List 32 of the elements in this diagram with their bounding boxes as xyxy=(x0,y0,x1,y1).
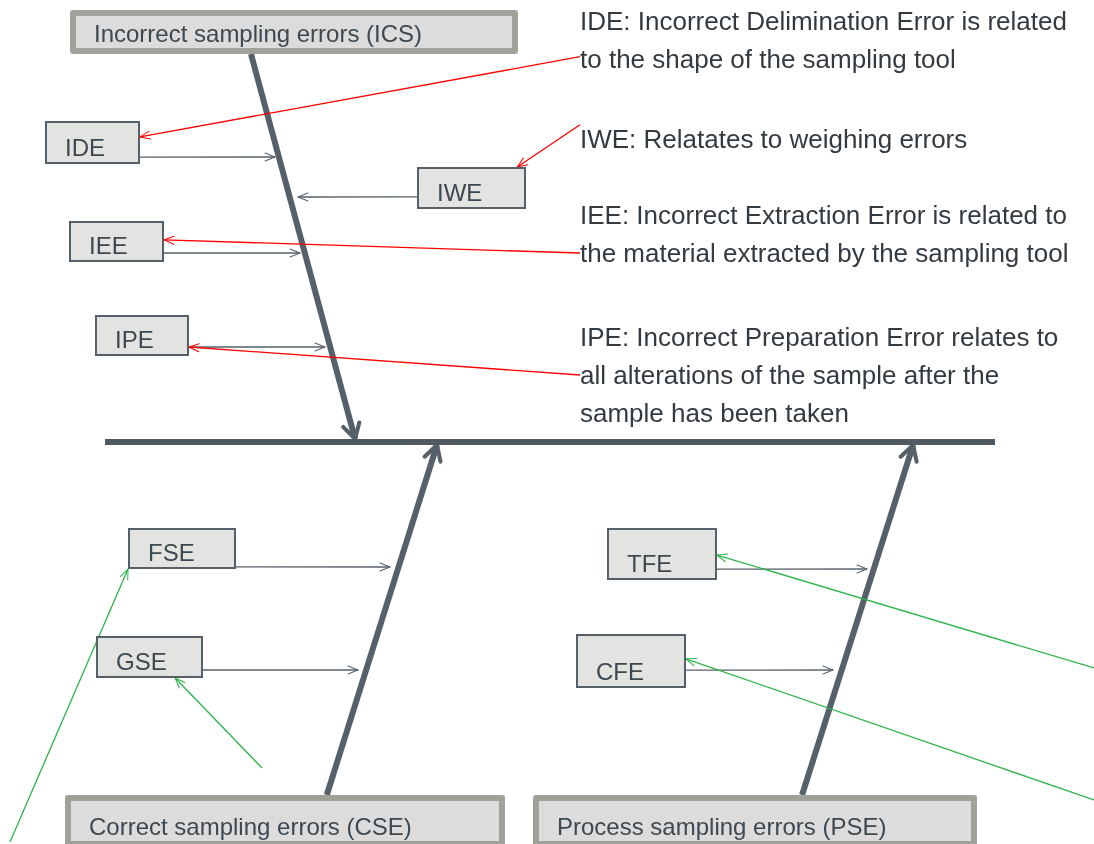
leader-arrow xyxy=(685,657,1094,801)
cause-box: CFE xyxy=(576,634,686,688)
cause-box: IWE xyxy=(417,167,526,209)
bone-arrow xyxy=(799,442,919,796)
cause-box: IPE xyxy=(95,315,189,356)
leader-arrow xyxy=(163,235,581,254)
description-text: IEE: Incorrect Extraction Error is related to the material extracted by the sampling tool xyxy=(580,196,1090,272)
leader-arrow xyxy=(716,553,1094,669)
cause-box: GSE xyxy=(96,636,203,678)
bone-arrow xyxy=(248,53,362,442)
arrow xyxy=(163,248,301,258)
leader-arrow xyxy=(516,124,581,168)
arrow xyxy=(297,192,418,202)
description-text: IWE: Relatates to weighing errors xyxy=(580,120,1060,158)
category-box: Correct sampling errors (CSE) xyxy=(65,795,505,844)
bone-arrow xyxy=(323,442,443,796)
cause-box: IDE xyxy=(45,121,140,164)
arrow xyxy=(202,665,359,675)
leader-arrow xyxy=(139,56,581,140)
category-box: Process sampling errors (PSE) xyxy=(533,795,977,844)
leader-arrow xyxy=(174,677,263,769)
arrow xyxy=(235,562,391,572)
cause-box: IEE xyxy=(69,221,164,262)
description-text: IPE: Incorrect Preparation Error relates to all alterations of the sample after the sample has been taken xyxy=(580,318,1090,432)
cause-box: FSE xyxy=(128,528,236,569)
description-text: IDE: Incorrect Delimination Error is related to the shape of the sampling tool xyxy=(580,2,1090,78)
arrow xyxy=(716,564,868,574)
cause-box: TFE xyxy=(607,528,717,580)
category-box: Incorrect sampling errors (ICS) xyxy=(70,10,518,54)
spine-bar xyxy=(105,439,995,445)
leader-arrow xyxy=(188,343,581,376)
leader-arrow xyxy=(9,568,129,843)
